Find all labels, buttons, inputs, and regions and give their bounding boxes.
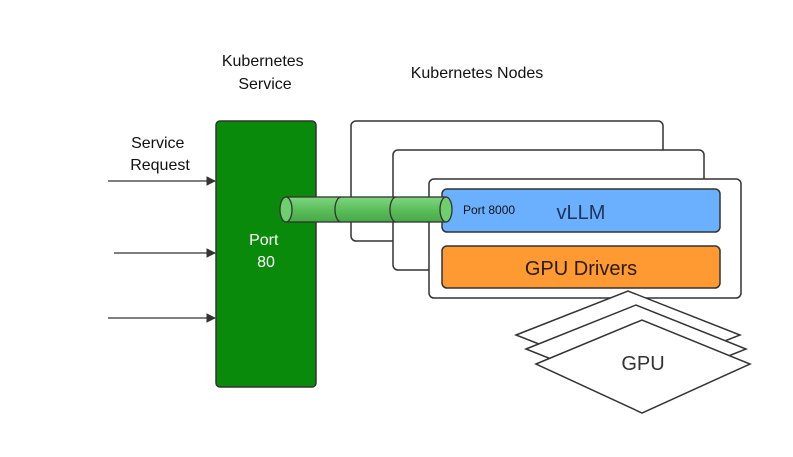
pipe-end-right bbox=[439, 196, 453, 223]
pipe-joint bbox=[334, 196, 342, 223]
service-request-label: Service Request bbox=[130, 135, 190, 174]
gpu-drivers-box-bg bbox=[441, 245, 721, 289]
gpu-drivers-box: GPU Drivers bbox=[441, 245, 721, 289]
service-box-bg bbox=[215, 120, 317, 388]
nodes-heading: Kubernetes Nodes bbox=[411, 65, 544, 82]
gpu-diamond-front bbox=[534, 319, 752, 414]
gpu-stack: GPU bbox=[513, 290, 752, 414]
pipe-body bbox=[285, 196, 447, 223]
gpu-drivers-label: GPU Drivers bbox=[525, 258, 637, 280]
port-8000-label: Port 8000 bbox=[463, 203, 515, 217]
request-arrows bbox=[108, 176, 216, 323]
connection-pipe bbox=[279, 196, 453, 223]
service-port-label: Port 80 bbox=[249, 232, 283, 271]
service-heading: Kubernetes Service bbox=[222, 53, 308, 93]
pipe-joint bbox=[389, 196, 397, 223]
service-box: Port 80 bbox=[215, 120, 317, 388]
gpu-label: GPU bbox=[621, 353, 664, 375]
pipe-end-left bbox=[279, 196, 293, 223]
vllm-label: vLLM bbox=[557, 202, 606, 224]
